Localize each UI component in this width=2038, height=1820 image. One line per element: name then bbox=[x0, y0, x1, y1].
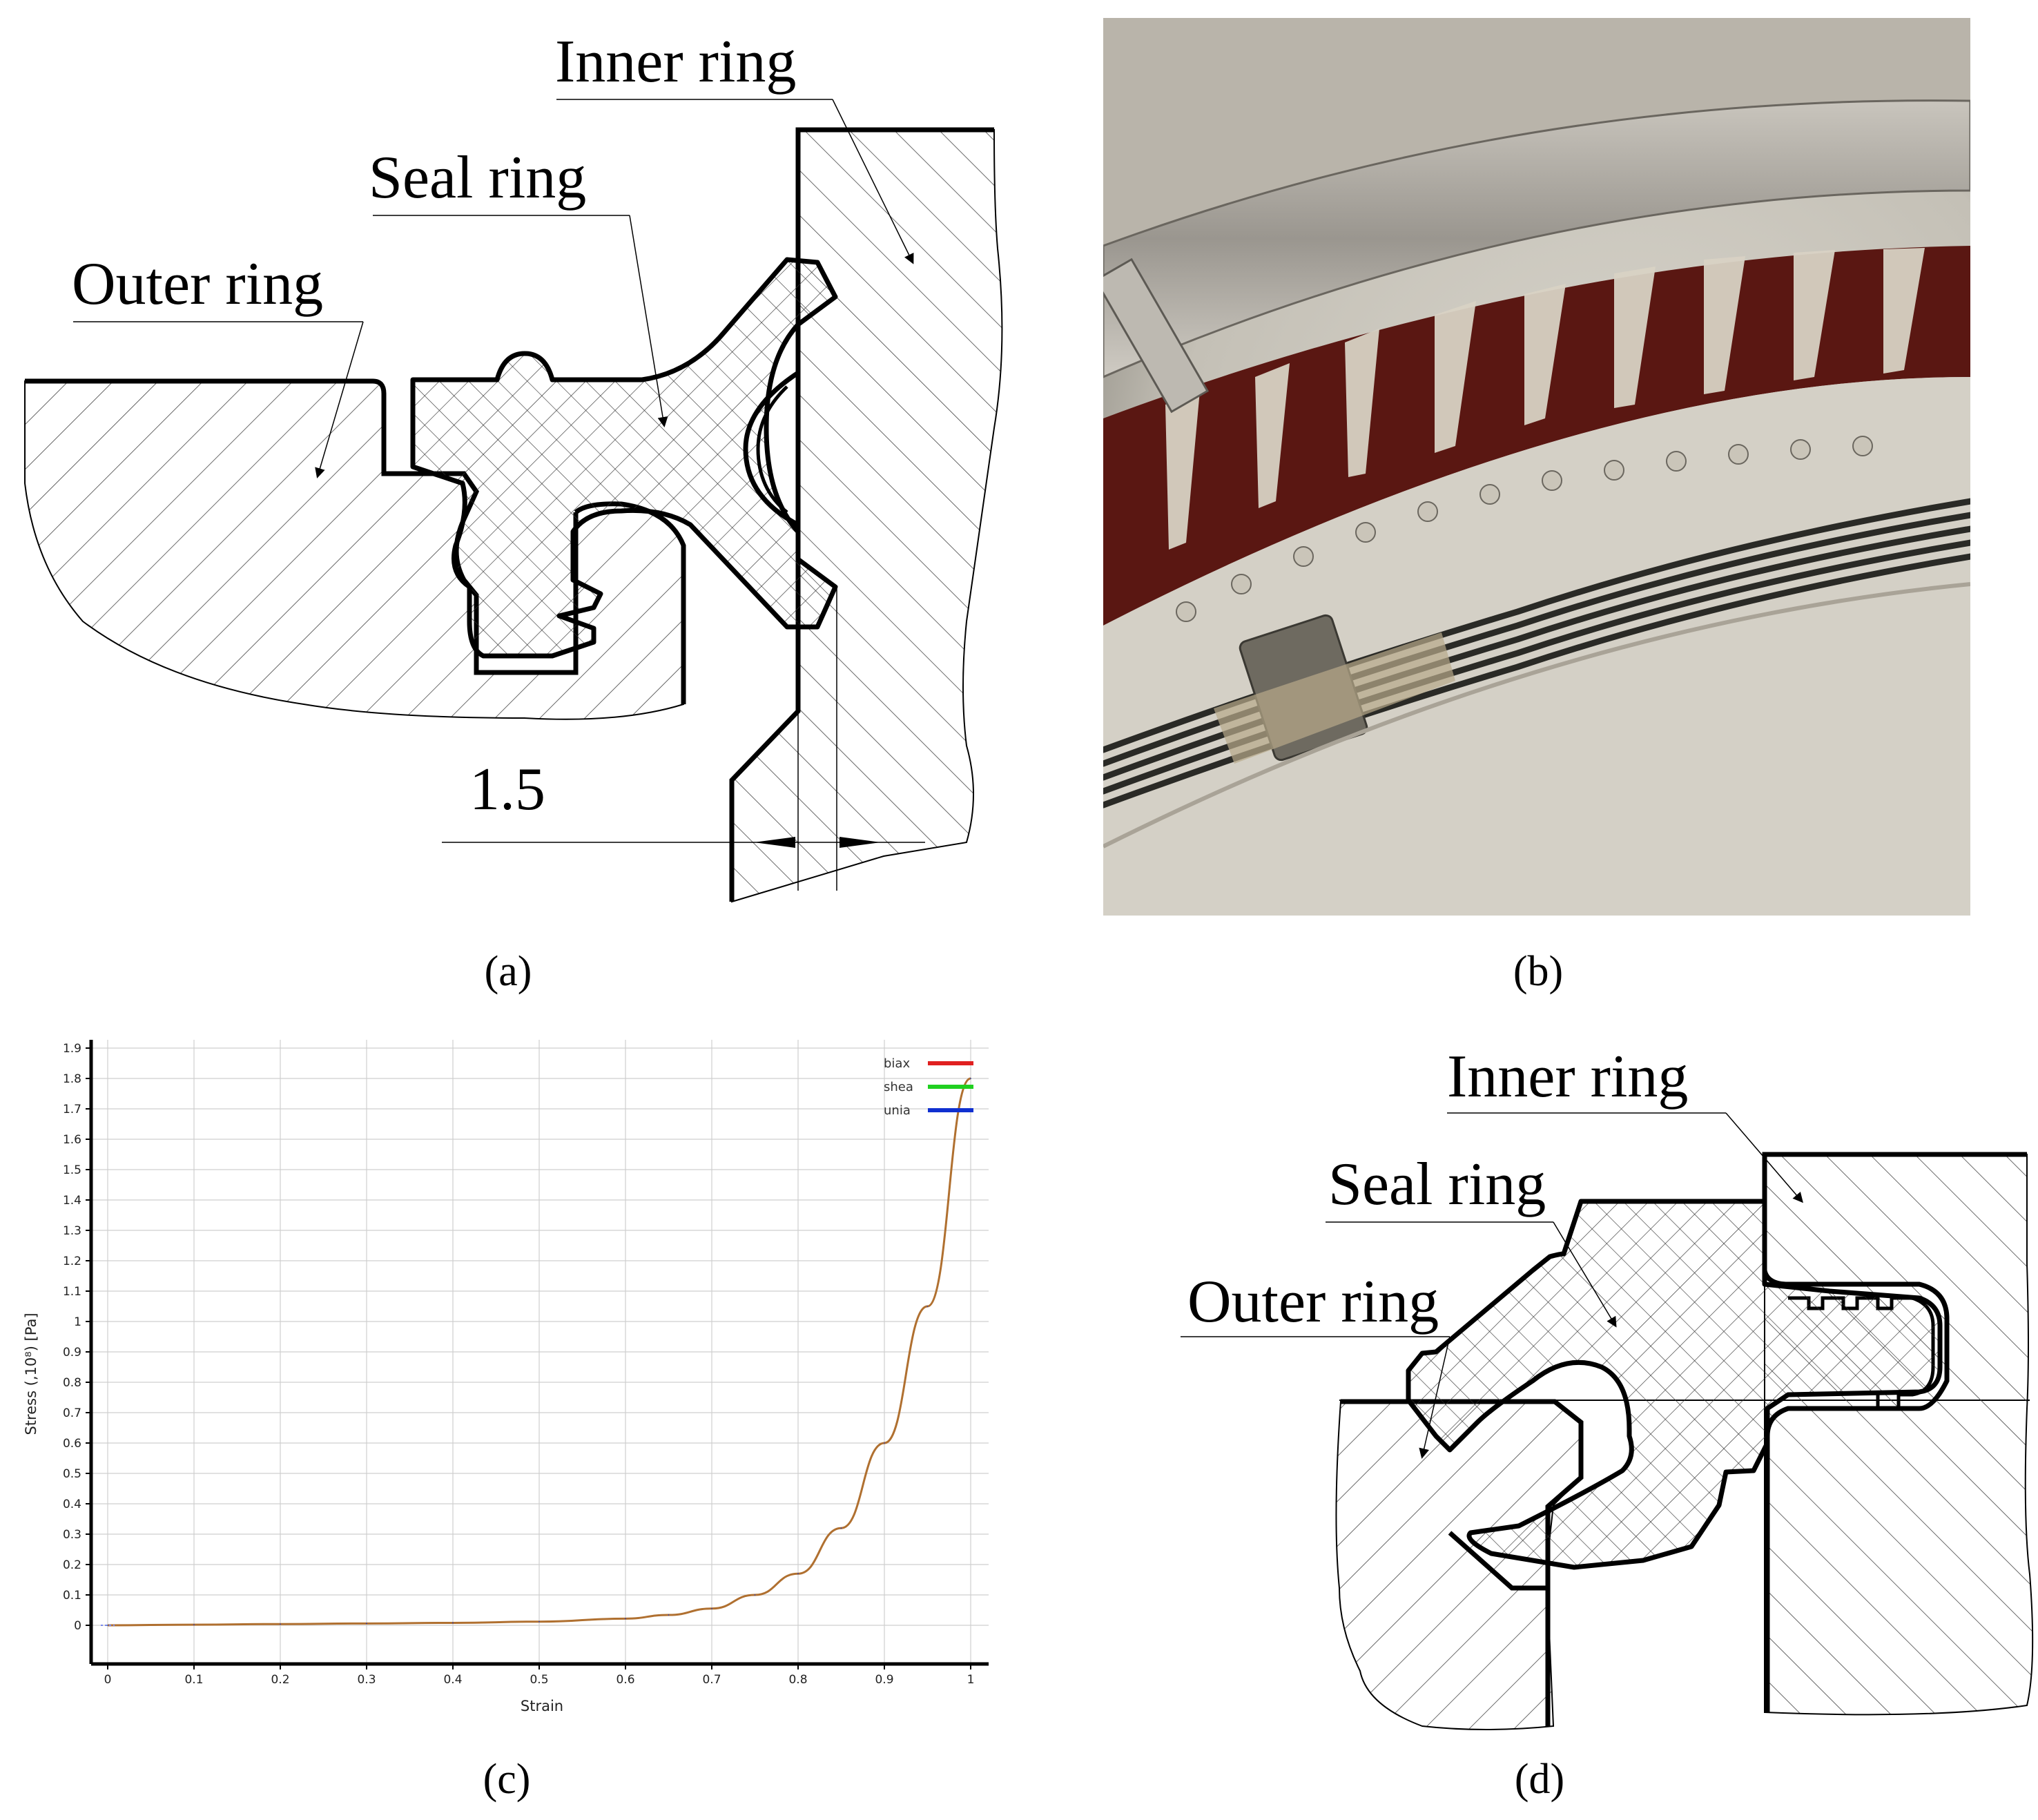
chart-ytick-label: 0.7 bbox=[63, 1406, 81, 1420]
chart-legend-label-biax: biax bbox=[884, 1056, 910, 1071]
chart-xtick-label: 0.4 bbox=[443, 1673, 462, 1687]
chart-point-unia bbox=[754, 1594, 756, 1596]
seal-groove-arc bbox=[743, 371, 799, 527]
label-outer-ring: Outer ring bbox=[1187, 1268, 1439, 1335]
chart-grid bbox=[91, 1040, 989, 1664]
chart-point-unia bbox=[366, 1623, 367, 1625]
chart-ytick-label: 0 bbox=[74, 1619, 81, 1633]
chart-xtick-label: 0.3 bbox=[357, 1673, 376, 1687]
label-seal-ring: Seal ring bbox=[1328, 1151, 1546, 1218]
chart-xtick-label: 0.2 bbox=[271, 1673, 289, 1687]
chart-xtick-label: 0 bbox=[104, 1673, 112, 1687]
panel-b-photo bbox=[1103, 18, 1970, 916]
label-inner-ring: Inner ring bbox=[555, 28, 796, 95]
caption-c: (c) bbox=[483, 1756, 531, 1803]
inner-ring-body bbox=[1764, 1154, 2034, 1716]
chart-ytick-label: 1.9 bbox=[63, 1042, 81, 1056]
chart-xtick-label: 0.7 bbox=[702, 1673, 721, 1687]
chart-ytick-label: 1.2 bbox=[63, 1255, 81, 1268]
chart-legend-label-shea: shea bbox=[884, 1080, 913, 1094]
chart-ytick-label: 0.6 bbox=[63, 1437, 81, 1451]
chart-ytick-label: 0.9 bbox=[63, 1346, 81, 1359]
chart-xlabel: Strain bbox=[521, 1698, 563, 1714]
label-seal-ring: Seal ring bbox=[369, 144, 586, 211]
chart-point-unia bbox=[280, 1623, 281, 1625]
seal-ring-body bbox=[1406, 1199, 1943, 1570]
chart-ytick-label: 0.1 bbox=[63, 1589, 81, 1603]
chart-legend-label-unia: unia bbox=[884, 1103, 911, 1118]
chart-point-unia bbox=[840, 1527, 842, 1529]
chart-ytick-label: 1.7 bbox=[63, 1103, 81, 1116]
chart-ytick-label: 1.6 bbox=[63, 1133, 81, 1147]
panel-a-seal-diagram: Outer ring Seal ring Inner ring 1.5 bbox=[24, 28, 1003, 903]
chart-ytick-label: 1 bbox=[74, 1315, 81, 1329]
chart-point-unia bbox=[538, 1620, 540, 1623]
chart-ytick-label: 1.4 bbox=[63, 1194, 81, 1208]
chart-legend: biax shea unia bbox=[884, 1056, 973, 1118]
dimension-value: 1.5 bbox=[469, 756, 545, 823]
chart-xtick-label: 0.8 bbox=[788, 1673, 807, 1687]
chart-xtick-label: 0.5 bbox=[530, 1673, 548, 1687]
chart-ytick-label: 0.5 bbox=[63, 1467, 81, 1481]
inner-ring-outline bbox=[1762, 1152, 2027, 1712]
chart-xtick-label: 0.6 bbox=[616, 1673, 634, 1687]
chart-point-unia bbox=[193, 1624, 195, 1625]
chart-xtick-label: 1 bbox=[967, 1673, 975, 1687]
caption-a: (a) bbox=[484, 948, 532, 995]
bearing-photo-illustration bbox=[1103, 18, 1970, 916]
chart-ytick-label: 1.1 bbox=[63, 1285, 81, 1299]
chart-ytick-label: 0.3 bbox=[63, 1528, 81, 1542]
chart-point-unia bbox=[107, 1625, 108, 1626]
chart-ytick-label: 1.3 bbox=[63, 1224, 81, 1238]
chart-xtick-label: 0.1 bbox=[184, 1673, 203, 1687]
seal-hook bbox=[1448, 1531, 1548, 1591]
chart-ytick-label: 1.8 bbox=[63, 1072, 81, 1086]
outer-ring-body bbox=[1335, 1400, 2030, 1730]
chart-point-unia bbox=[970, 1078, 971, 1079]
chart-xtick-label: 0.9 bbox=[875, 1673, 893, 1687]
seal-ring-body bbox=[410, 257, 838, 659]
chart-ytick-label: 0.2 bbox=[63, 1558, 81, 1572]
panel-c-chart: 0 0.1 0.2 0.3 0.4 0.5 0.6 0.7 0.8 0.9 1 0 0.1 0.2 0.3 0… bbox=[23, 1040, 989, 1714]
chart-point-unia bbox=[668, 1614, 670, 1616]
chart-point-unia bbox=[797, 1573, 799, 1574]
chart-point-unia bbox=[711, 1608, 712, 1609]
chart-point-unia bbox=[926, 1306, 929, 1307]
chart-point-unia bbox=[452, 1622, 454, 1624]
chart-ytick-label: 1.5 bbox=[63, 1163, 81, 1177]
chart-point-unia bbox=[625, 1618, 626, 1620]
label-inner-ring: Inner ring bbox=[1447, 1043, 1688, 1110]
caption-d: (d) bbox=[1514, 1756, 1565, 1803]
chart-point-unia bbox=[884, 1442, 885, 1444]
chart-series bbox=[101, 1077, 971, 1627]
caption-b: (b) bbox=[1513, 948, 1564, 995]
chart-series-line-unia bbox=[107, 1077, 971, 1627]
chart-axes: 0 0.1 0.2 0.3 0.4 0.5 0.6 0.7 0.8 0.9 1 0 0.1 0.2 0.3 0… bbox=[63, 1040, 989, 1687]
label-outer-ring: Outer ring bbox=[72, 251, 323, 318]
chart-ylabel: Stress (,10⁸) [Pa] bbox=[23, 1313, 39, 1435]
panel-d-seal-diagram: Outer ring Seal ring Inner ring bbox=[1181, 1043, 2034, 1730]
chart-ytick-label: 0.8 bbox=[63, 1376, 81, 1390]
chart-ytick-label: 0.4 bbox=[63, 1498, 81, 1511]
